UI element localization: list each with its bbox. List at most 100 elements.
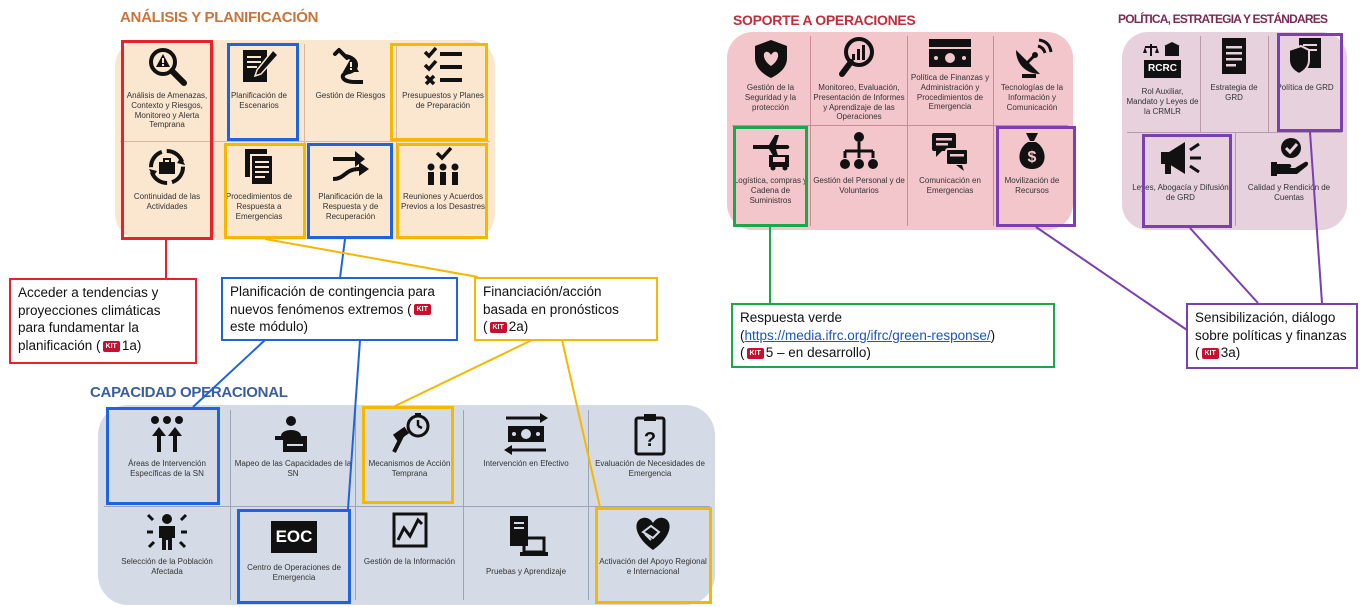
policy-cell-label: Política de GRD <box>1276 83 1334 92</box>
plane-truck-icon <box>749 129 793 173</box>
capacity-cell-label: Evaluación de Necesidades de Emergencia <box>595 459 705 478</box>
hand-check-icon <box>1267 136 1311 180</box>
capacity-cell-label: Áreas de Intervención Específicas de la … <box>128 459 206 478</box>
note-climate-text: Acceder a tendencias y proyecciones clim… <box>18 285 161 353</box>
green-response-link[interactable]: https://media.ifrc.org/ifrc/green-respon… <box>744 327 991 343</box>
capacity-cell-early-action[interactable]: Mecanismos de Acción Temprana <box>357 410 462 504</box>
support-cell-label: Gestión del Personal y de Voluntarios <box>813 176 905 195</box>
note-contingency: Planificación de contingencia para nuevo… <box>221 277 458 341</box>
capacity-cell-label: Pruebas y Aprendizaje <box>485 567 567 576</box>
analysis-cell-agreements[interactable]: Reuniones y Acuerdos Previos a los Desas… <box>398 143 488 238</box>
capacity-cell-label: Activación del Apoyo Regional e Internac… <box>599 557 707 576</box>
magnifier-chart-icon <box>837 36 881 80</box>
capacity-cell-testing[interactable]: Pruebas y Aprendizaje <box>465 508 587 602</box>
policy-cell-label: Calidad y Rendición de Cuentas <box>1247 183 1331 202</box>
analysis-cell-label: Planificación de Escenarios <box>230 91 288 110</box>
support-cell-ict[interactable]: Tecnologías de la Información y Comunica… <box>994 34 1070 124</box>
analysis-cell-threats[interactable]: Análisis de Amenazas, Contexto y Riesgos… <box>122 42 212 139</box>
kit-icon: KIT <box>102 340 120 352</box>
support-cell-label: Logística, compras y Cadena de Suministr… <box>733 176 808 205</box>
speech-bubbles-icon <box>928 129 972 173</box>
support-cell-label: Movilización de Recursos <box>1004 176 1060 195</box>
policy-cell-laws[interactable]: Leyes, Abogacía y Difusión de GRD <box>1127 134 1234 226</box>
note-finance-text: Financiación/acción basada en pronóstico… <box>483 284 619 317</box>
policy-cell-strategy[interactable]: Estrategia de GRD <box>1201 34 1267 130</box>
analysis-cell-continuity[interactable]: Continuidad de las Actividades <box>122 143 212 238</box>
analysis-cell-budgets[interactable]: Presupuestos y Planes de Preparación <box>398 42 488 139</box>
capacity-cell-label: Mapeo de las Capacidades de la SN <box>234 459 352 478</box>
eoc-badge: EOC <box>270 521 318 553</box>
kit-icon: KIT <box>489 322 507 334</box>
capacity-cell-eoc[interactable]: EOC Centro de Operaciones de Emergencia <box>240 512 348 602</box>
heart-hands-icon <box>631 510 675 554</box>
analysis-cell-label: Presupuestos y Planes de Preparación <box>402 91 484 110</box>
shield-heart-icon <box>751 36 791 80</box>
note-green-title: Respuesta verde <box>740 310 843 325</box>
support-cell-personnel[interactable]: Gestión del Personal y de Voluntarios <box>811 127 907 226</box>
person-radiate-icon <box>145 510 189 554</box>
devices-icon <box>504 510 548 564</box>
policy-cell-quality[interactable]: Calidad y Rendición de Cuentas <box>1236 134 1342 226</box>
analysis-cell-label: Procedimientos de Respuesta a Emergencia… <box>225 192 293 221</box>
capacity-cell-areas[interactable]: Áreas de Intervención Específicas de la … <box>108 410 226 504</box>
capacity-cell-mapping[interactable]: Mapeo de las Capacidades de la SN <box>232 410 354 504</box>
magnifier-alert-icon <box>145 44 189 88</box>
policy-cell-label: Leyes, Abogacía y Difusión de GRD <box>1132 183 1229 202</box>
support-cell-communication[interactable]: Comunicación en Emergencias <box>908 127 992 226</box>
capacity-cell-cash[interactable]: Intervención en Efectivo <box>465 410 587 504</box>
document-pen-icon <box>237 44 281 88</box>
note-finance-open: ( <box>483 319 488 335</box>
analysis-cell-label: Análisis de Amenazas, Contexto y Riesgos… <box>126 91 208 130</box>
note-climate-suffix: 1a) <box>121 337 142 353</box>
support-cell-label: Monitoreo, Evaluación, Presentación de I… <box>813 83 905 122</box>
note-awareness-text: Sensibilización, diálogo sobre políticas… <box>1195 310 1347 361</box>
policy-cell-label: Rol Auxiliar, Mandato y Leyes de la CRML… <box>1126 87 1199 116</box>
note-green-suffix: 5 – en desarrollo) <box>765 345 871 361</box>
satellite-dish-icon <box>1010 36 1054 80</box>
capacity-cell-label: Centro de Operaciones de Emergencia <box>247 563 341 582</box>
support-cell-resources[interactable]: $ Movilización de Recursos <box>994 127 1070 226</box>
cycle-briefcase-icon <box>145 145 189 189</box>
policy-cell-policy[interactable]: Política de GRD <box>1270 34 1340 130</box>
capacity-cell-label: Mecanismos de Acción Temprana <box>368 459 451 478</box>
cash-transfer-icon <box>502 412 550 456</box>
policy-cell-auxiliary[interactable]: RCRC Rol Auxiliar, Mandato y Leyes de la… <box>1126 34 1199 130</box>
analysis-cell-label: Planificación de la Respuesta y de Recup… <box>318 192 383 221</box>
policy-cell-label: Estrategia de GRD <box>1210 83 1258 102</box>
svg-text:$: $ <box>1028 149 1037 166</box>
analysis-cell-risk[interactable]: Gestión de Riesgos <box>306 42 395 139</box>
analysis-cell-procedures[interactable]: Procedimientos de Respuesta a Emergencia… <box>215 143 303 238</box>
capacity-cell-needs[interactable]: ? Evaluación de Necesidades de Emergenci… <box>590 410 710 504</box>
support-cell-finance[interactable]: Política de Finanzas y Administración y … <box>908 34 992 124</box>
note-green-link-close: ) <box>990 327 996 343</box>
document-icon <box>1217 36 1251 80</box>
support-cell-monitoring[interactable]: Monitoreo, Evaluación, Presentación de I… <box>811 34 907 124</box>
note-green-link-open: ( <box>740 327 745 343</box>
documents-stack-icon <box>237 145 281 189</box>
eoc-icon: EOC <box>270 514 318 560</box>
people-check-icon <box>421 145 465 189</box>
svg-text:?: ? <box>644 429 656 451</box>
policy-section-title: POLÍTICA, ESTRATEGIA Y ESTÁNDARES <box>1118 12 1328 26</box>
capacity-cell-selection[interactable]: Selección de la Población Afectada <box>108 508 226 602</box>
capacity-panel <box>98 405 715 605</box>
note-green: Respuesta verde (https://media.ifrc.org/… <box>731 303 1055 368</box>
support-cell-label: Política de Finanzas y Administración y … <box>910 73 990 112</box>
kit-icon: KIT <box>746 348 764 360</box>
capacity-cell-activation[interactable]: Activación del Apoyo Regional e Internac… <box>598 508 708 602</box>
note-contingency-suffix: este módulo) <box>230 319 309 335</box>
note-finance: Financiación/acción basada en pronóstico… <box>474 277 658 341</box>
analysis-section-title: ANÁLISIS Y PLANIFICACIÓN <box>120 9 319 26</box>
rcrc-badge: RCRC <box>1144 60 1181 78</box>
note-contingency-text: Planificación de contingencia para nuevo… <box>230 284 435 317</box>
note-awareness: Sensibilización, diálogo sobre políticas… <box>1186 303 1358 369</box>
support-cell-logistics[interactable]: Logística, compras y Cadena de Suministr… <box>732 127 809 226</box>
support-cell-security[interactable]: Gestión de la Seguridad y la protección <box>732 34 809 124</box>
analysis-cell-scenarios[interactable]: Planificación de Escenarios <box>215 42 303 139</box>
support-section-title: SOPORTE A OPERACIONES <box>733 12 916 28</box>
megaphone-icon <box>1157 136 1205 180</box>
checklist-icon <box>421 44 465 88</box>
capacity-cell-label: Gestión de la Información <box>363 557 456 566</box>
capacity-cell-information[interactable]: Gestión de la Información <box>357 508 462 602</box>
analysis-cell-response-planning[interactable]: Planificación de la Respuesta y de Recup… <box>306 143 395 238</box>
